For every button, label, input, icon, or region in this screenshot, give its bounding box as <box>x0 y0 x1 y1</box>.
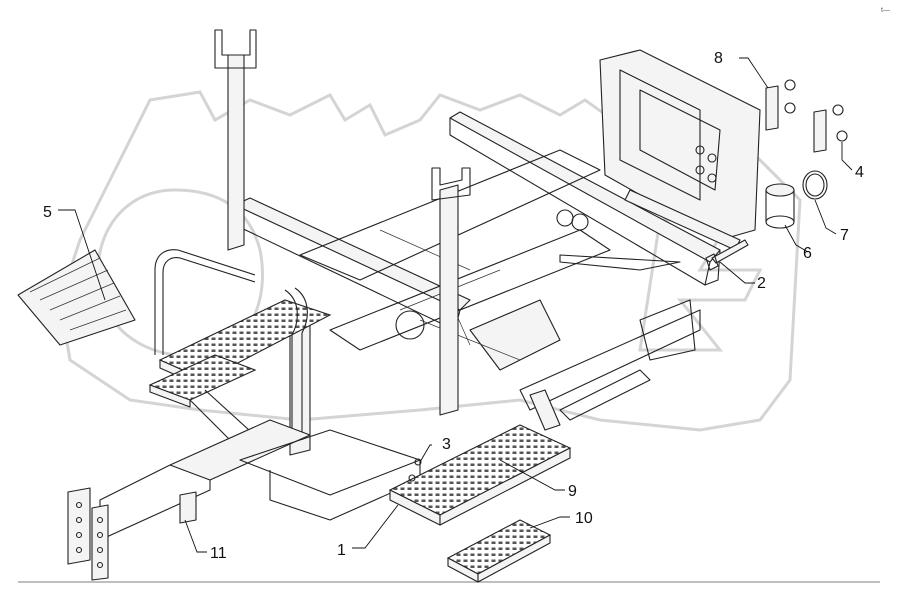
callout-10: 10 <box>575 510 593 527</box>
bolts-3 <box>408 458 422 482</box>
main-frame <box>234 111 721 431</box>
drawbar-11 <box>67 419 421 581</box>
step-10 <box>446 519 552 583</box>
upright-posts <box>214 29 471 456</box>
callout-labels: 5 1 2 3 4 6 7 8 9 10 11 <box>43 50 864 562</box>
callout-6: 6 <box>803 245 812 262</box>
ring-7 <box>802 170 828 200</box>
callout-1: 1 <box>337 542 346 559</box>
callout-3: 3 <box>442 436 451 453</box>
callout-4: 4 <box>855 164 864 181</box>
callout-11: 11 <box>210 545 227 562</box>
callout-7: 7 <box>840 227 849 244</box>
callout-9: 9 <box>568 483 577 500</box>
corner-mark: t— <box>881 7 890 14</box>
staircase <box>148 249 332 451</box>
callout-5: 5 <box>43 204 52 221</box>
mounting-plate <box>599 49 761 251</box>
callout-8: 8 <box>714 50 723 67</box>
wedge-5 <box>17 249 136 346</box>
callout-2: 2 <box>757 275 766 292</box>
step-9 <box>388 424 572 526</box>
bracket-4 <box>813 104 848 153</box>
bracket-8 <box>765 79 796 131</box>
leader-lines <box>58 57 853 553</box>
bushing-6 <box>765 183 795 229</box>
bolt-2 <box>705 239 749 271</box>
